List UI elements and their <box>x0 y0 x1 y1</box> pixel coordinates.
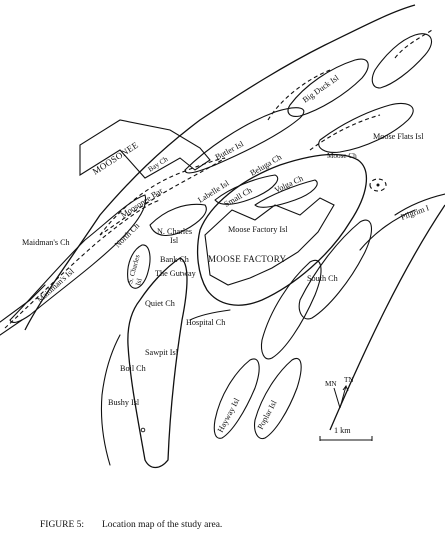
s-charles-island-suffix: Isl <box>134 278 144 287</box>
pilgrim-island-label: Pilgrim I <box>400 203 431 222</box>
bank-channel-label: Bank Ch <box>160 255 189 264</box>
boil-channel-label: Boil Ch <box>120 364 146 373</box>
poplar-island-label: Poplar Isl <box>256 398 279 431</box>
small-channel-label: Small Ch <box>223 186 254 209</box>
gutway-channel-label: The Gutway <box>155 269 197 278</box>
southeast-shoreline-inner <box>359 209 416 251</box>
southeast-island-b-outline <box>298 219 372 320</box>
hayway-island-label: Hayway Isl <box>216 396 242 434</box>
moose-factory-island-outline <box>196 153 368 306</box>
north-channel-label: North Ch <box>113 221 141 249</box>
maidmans-island-label: Maidman's Isl <box>35 266 76 304</box>
big-duck-island-outline <box>287 58 369 117</box>
magnetic-north-label: MN <box>325 380 337 388</box>
moosonee-bar-shoal <box>99 157 226 236</box>
true-north-arrow-line <box>339 385 347 409</box>
hayway-island-outline <box>213 358 260 439</box>
true-north-label: TN <box>344 376 354 384</box>
big-duck-island-shoal <box>267 69 331 121</box>
northeast-shoal <box>394 29 433 59</box>
s-charles-island-outline <box>127 244 151 289</box>
figure-caption-text: Location map of the study area. <box>102 520 223 530</box>
figure-caption: FIGURE 5: Location map of the study area. <box>40 520 222 530</box>
southwest-shoreline <box>100 334 121 466</box>
pilgrim-island-outline <box>394 193 445 216</box>
northwest-shoreline-mouth-edge <box>0 319 23 336</box>
butler-island-outline <box>184 107 305 174</box>
moosonee-town-boundary <box>79 119 211 179</box>
moose-flats-shoal <box>309 114 381 151</box>
moosonee-label: MOOSONEE <box>91 140 141 177</box>
hospital-channel-label: Hospital Ch <box>186 318 225 327</box>
northwest-shoreline-mouth-left <box>0 284 46 323</box>
northwest-shoreline <box>24 4 416 331</box>
labelle-island-outline <box>214 174 279 205</box>
hospital-channel-edge <box>189 309 231 321</box>
bushy-island-label: Bushy Isl <box>108 398 140 407</box>
scale-bar-label: 1 km <box>334 426 351 435</box>
n-charles-island-outline <box>149 203 207 236</box>
northeast-island-outline <box>371 33 433 89</box>
south-channel-label: South Ch <box>307 274 338 283</box>
figure-number: FIGURE 5: <box>40 520 85 530</box>
pilgrim-shoal-ring <box>369 178 387 192</box>
moose-flats-island-outline <box>318 102 414 153</box>
volga-islet-outline <box>254 179 318 208</box>
scale-bar: 1 km <box>319 426 373 441</box>
southeast-island-a-outline <box>260 259 322 360</box>
sawpit-island-label: Sawpit Isl <box>145 348 179 357</box>
true-north-arrowhead <box>342 384 349 392</box>
moose-factory-island-label: Moose Factory Isl <box>228 225 288 234</box>
moose-flats-island-label: Moose Flats Isl <box>373 132 424 141</box>
moose-factory-town-label: MOOSE FACTORY <box>208 254 287 264</box>
n-charles-island-label: N. Charles <box>157 227 192 236</box>
maidmans-channel-label: Maidman's Ch <box>22 238 70 247</box>
maidmans-island-outline <box>9 194 147 324</box>
magnetic-north-arrow-line <box>333 387 341 409</box>
sawpit-bushy-shoreline <box>127 257 188 469</box>
north-arrow: MN TN <box>325 376 354 409</box>
moose-factory-town-boundary <box>204 197 335 286</box>
maidmans-island-shoal <box>4 199 161 329</box>
poplar-island-outline <box>254 358 302 440</box>
moose-channel-label: Moose Ch <box>327 152 357 160</box>
marker-dot <box>376 183 380 187</box>
moosonee-bar-label: Moosonee Bar <box>119 186 164 220</box>
marker-dot <box>140 427 146 433</box>
southeast-shoreline <box>329 204 445 431</box>
quiet-channel-label: Quiet Ch <box>145 299 175 308</box>
n-charles-island-suffix: Isl <box>170 236 179 245</box>
